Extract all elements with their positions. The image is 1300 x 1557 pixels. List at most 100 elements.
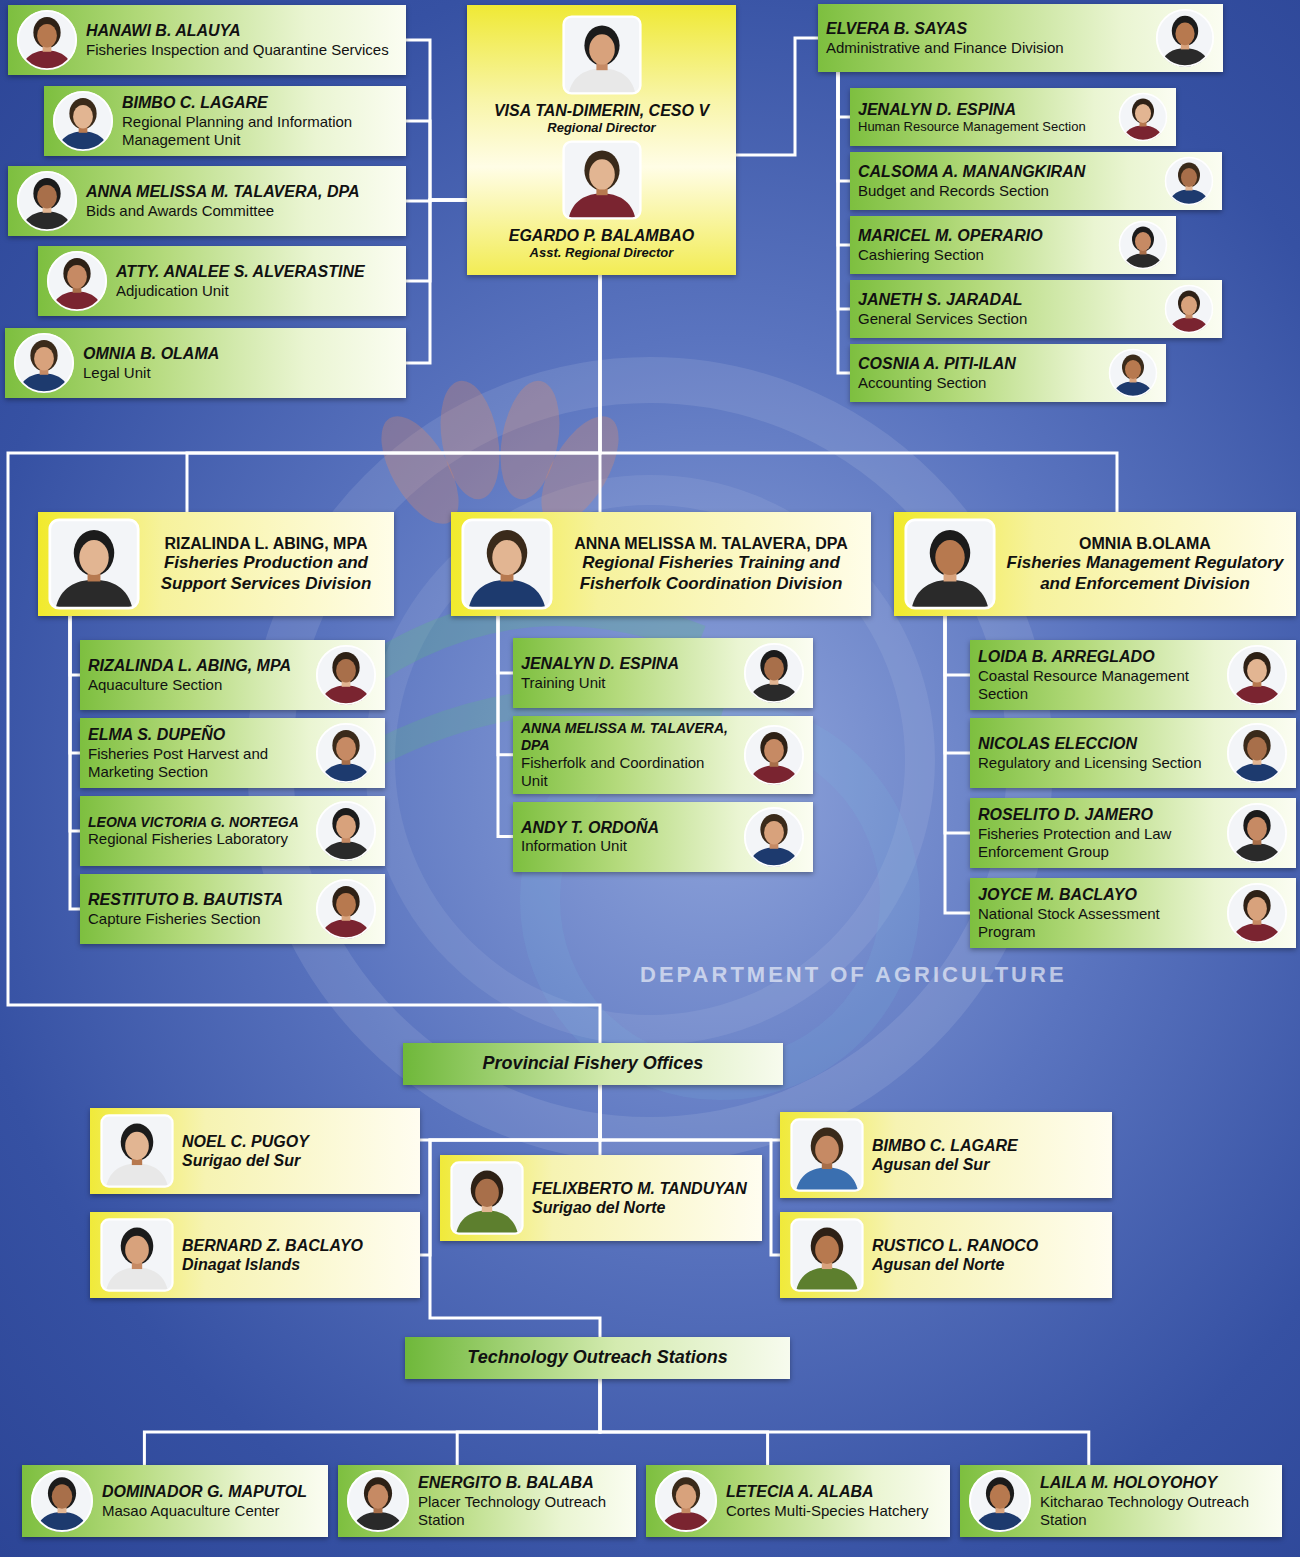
text-column: HANAWI B. ALAUYAFisheries Inspection and… <box>86 21 398 58</box>
portrait-photo <box>968 1469 1032 1533</box>
person-name: ANNA MELISSA M. TALAVERA, DPA <box>86 182 398 201</box>
unit-name: National Stock Assessment Program <box>978 905 1218 941</box>
text-column: FELIXBERTO M. TANDUYANSurigao del Norte <box>532 1179 752 1217</box>
person-name: ELMA S. DUPEÑO <box>88 725 307 744</box>
person-name: LAILA M. HOLOYOHOY <box>1040 1473 1274 1492</box>
person-name: DOMINADOR G. MAPUTOL <box>102 1482 320 1501</box>
office-box: BIMBO C. LAGAREAgusan del Sur <box>780 1112 1112 1198</box>
text-column: NICOLAS ELECCIONRegulatory and Licensing… <box>978 734 1218 771</box>
unit-name: Regional Planning and Information Manage… <box>122 113 398 149</box>
portrait-photo <box>461 518 553 610</box>
text-column: BERNARD Z. BACLAYODinagat Islands <box>182 1236 410 1274</box>
text-column: RIZALINDA L. ABING, MPAFisheries Product… <box>148 534 384 594</box>
unit-box: RESTITUTO B. BAUTISTACapture Fisheries S… <box>80 874 385 944</box>
director-box: VISA TAN-DIMERIN, CESO VRegional Directo… <box>467 5 736 275</box>
station-name: Masao Aquaculture Center <box>102 1502 320 1520</box>
text-column: JENALYN D. ESPINAHuman Resource Manageme… <box>858 100 1110 135</box>
unit-box: ELVERA B. SAYASAdministrative and Financ… <box>818 4 1223 72</box>
connector-line <box>70 616 80 909</box>
connector-line <box>945 616 970 753</box>
unit-name: Budget and Records Section <box>858 182 1156 200</box>
connector-line <box>945 616 970 913</box>
division-name: Regional Fisheries Training and Fisherfo… <box>561 553 861 594</box>
text-column: ANNA MELISSA M. TALAVERA, DPABids and Aw… <box>86 182 398 219</box>
unit-name: Legal Unit <box>83 364 398 382</box>
person-name: RIZALINDA L. ABING, MPA <box>88 656 307 675</box>
unit-name: Information Unit <box>521 837 735 855</box>
station-box: LAILA M. HOLOYOHOYKitcharao Technology O… <box>960 1465 1282 1537</box>
person-name: RUSTICO L. RANOCO <box>872 1236 1102 1255</box>
connector-line <box>736 38 818 155</box>
portrait-photo <box>743 806 805 868</box>
connector-line <box>498 616 513 837</box>
connector-line <box>406 200 467 281</box>
division-box: OMNIA B.OLAMAFisheries Management Regula… <box>894 512 1296 616</box>
person-name: NICOLAS ELECCION <box>978 734 1218 753</box>
station-box: DOMINADOR G. MAPUTOLMasao Aquaculture Ce… <box>22 1465 328 1537</box>
unit-box: CALSOMA A. MANANGKIRANBudget and Records… <box>850 152 1222 210</box>
portrait-photo <box>16 9 78 71</box>
group-header: Technology Outreach Stations <box>405 1337 790 1379</box>
text-column: BIMBO C. LAGAREAgusan del Sur <box>872 1136 1102 1174</box>
person-name: LOIDA B. ARREGLADO <box>978 647 1218 666</box>
person-name: COSNIA A. PITI-ILAN <box>858 354 1100 373</box>
portrait-photo <box>46 250 108 312</box>
text-column: NOEL C. PUGOYSurigao del Sur <box>182 1132 410 1170</box>
chief-name: OMNIA B.OLAMA <box>1079 534 1211 553</box>
group-heading: Provincial Fishery Offices <box>483 1053 704 1075</box>
person-name: JOYCE M. BACLAYO <box>978 885 1218 904</box>
connector-line <box>838 72 850 117</box>
connector-line <box>420 1085 600 1140</box>
person-name: RESTITUTO B. BAUTISTA <box>88 890 307 909</box>
unit-box: ELMA S. DUPEÑOFisheries Post Harvest and… <box>80 718 385 788</box>
unit-name: Fisheries Protection and Law Enforcement… <box>978 825 1218 861</box>
group-heading: Technology Outreach Stations <box>467 1347 727 1369</box>
unit-box: JENALYN D. ESPINAHuman Resource Manageme… <box>850 88 1176 146</box>
province-name: Surigao del Sur <box>182 1151 410 1170</box>
text-column: LETECIA A. ALABACortes Multi-Species Hat… <box>726 1482 942 1519</box>
connector-line <box>406 121 467 200</box>
person-name: BERNARD Z. BACLAYO <box>182 1236 410 1255</box>
text-column: MARICEL M. OPERARIOCashiering Section <box>858 226 1110 263</box>
station-name: Kitcharao Technology Outreach Station <box>1040 1493 1274 1529</box>
unit-name: Capture Fisheries Section <box>88 910 307 928</box>
director-title: Regional Director <box>547 120 655 136</box>
text-column: ANDY T. ORDOÑAInformation Unit <box>521 818 735 855</box>
portrait-photo <box>562 15 642 95</box>
person-name: ROSELITO D. JAMERO <box>978 805 1218 824</box>
portrait-photo <box>1118 220 1168 270</box>
portrait-photo <box>562 140 642 220</box>
unit-name: Human Resource Management Section <box>858 119 1110 135</box>
person-name: ATTY. ANALEE S. ALVERASTINE <box>116 262 398 281</box>
person-name: NOEL C. PUGOY <box>182 1132 410 1151</box>
unit-name: Fisheries Inspection and Quarantine Serv… <box>86 41 398 59</box>
text-column: ANNA MELISSA M. TALAVERA, DPARegional Fi… <box>561 534 861 594</box>
text-column: LAILA M. HOLOYOHOYKitcharao Technology O… <box>1040 1473 1274 1528</box>
station-name: Cortes Multi-Species Hatchery <box>726 1502 942 1520</box>
portrait-photo <box>1164 284 1214 334</box>
station-box: ENERGITO B. BALABAPlacer Technology Outr… <box>338 1465 636 1537</box>
unit-box: ATTY. ANALEE S. ALVERASTINEAdjudication … <box>38 246 406 316</box>
person-name: BIMBO C. LAGARE <box>122 93 398 112</box>
person-name: MARICEL M. OPERARIO <box>858 226 1110 245</box>
text-column: Technology Outreach Stations <box>417 1347 778 1369</box>
connector-line <box>498 616 513 755</box>
portrait-photo <box>100 1114 174 1188</box>
unit-box: RIZALINDA L. ABING, MPAAquaculture Secti… <box>80 640 385 710</box>
text-column: DOMINADOR G. MAPUTOLMasao Aquaculture Ce… <box>102 1482 320 1519</box>
text-column: ELMA S. DUPEÑOFisheries Post Harvest and… <box>88 725 307 780</box>
province-name: Surigao del Norte <box>532 1198 752 1217</box>
province-name: Agusan del Sur <box>872 1155 1102 1174</box>
division-name: Fisheries Management Regulatory and Enfo… <box>1004 553 1286 594</box>
unit-name: Bids and Awards Committee <box>86 202 398 220</box>
portrait-photo <box>1226 722 1288 784</box>
text-column: BIMBO C. LAGARERegional Planning and Inf… <box>122 93 398 148</box>
unit-box: JOYCE M. BACLAYONational Stock Assessmen… <box>970 878 1296 948</box>
portrait-photo <box>743 724 805 786</box>
portrait-photo <box>48 518 140 610</box>
text-column: COSNIA A. PITI-ILANAccounting Section <box>858 354 1100 391</box>
emblem-leaf <box>432 376 508 504</box>
person-name: OMNIA B. OLAMA <box>83 344 398 363</box>
connector-line <box>838 72 850 373</box>
